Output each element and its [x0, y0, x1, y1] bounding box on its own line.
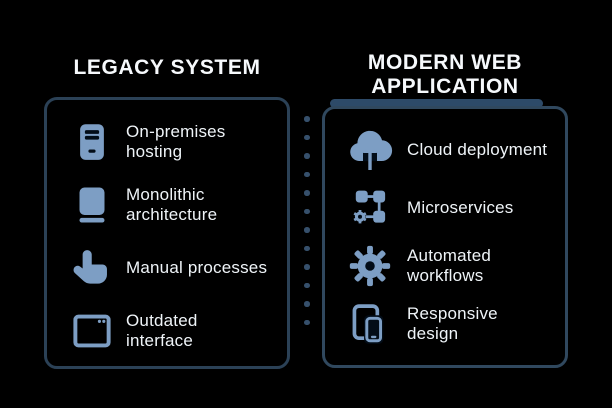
small-gear	[353, 210, 367, 224]
hand-cursor-icon	[71, 244, 113, 292]
modern-web-application-card: Cloud deployment	[322, 106, 568, 368]
window-icon	[71, 307, 113, 355]
list-item-label: Automated workflows	[407, 245, 492, 285]
card-top-accent-bar	[330, 99, 543, 108]
legacy-system-card: On-premises hosting Monolithic architect…	[44, 97, 290, 369]
list-item: Responsive design	[346, 299, 557, 349]
book-icon	[71, 181, 113, 229]
modern-web-application-title: MODERN WEB APPLICATION	[367, 51, 523, 98]
dotted-divider	[304, 116, 310, 325]
list-item: On-premises hosting	[71, 118, 277, 166]
list-item: Monolithic architecture	[71, 181, 277, 229]
list-item-label: Outdated interface	[126, 310, 198, 350]
list-item-label: Manual processes	[126, 257, 268, 277]
legacy-system-title: LEGACY SYSTEM	[73, 56, 261, 79]
cloud-upload-icon	[346, 126, 394, 174]
server-icon	[71, 118, 113, 166]
list-item-label: Cloud deployment	[407, 139, 548, 159]
list-item-label: Monolithic architecture	[126, 184, 218, 224]
list-item: Automated workflows	[346, 241, 557, 291]
responsive-devices-icon	[346, 300, 394, 348]
list-item-label: On-premises hosting	[126, 121, 226, 161]
gear-icon	[346, 242, 394, 290]
microservices-icon	[346, 184, 394, 232]
list-item-label: Responsive design	[407, 303, 498, 343]
list-item: Manual processes	[71, 244, 277, 292]
list-item: Outdated interface	[71, 307, 277, 355]
list-item-label: Microservices	[407, 197, 514, 217]
list-item: Microservices	[346, 183, 557, 233]
list-item: Cloud deployment	[346, 125, 557, 175]
